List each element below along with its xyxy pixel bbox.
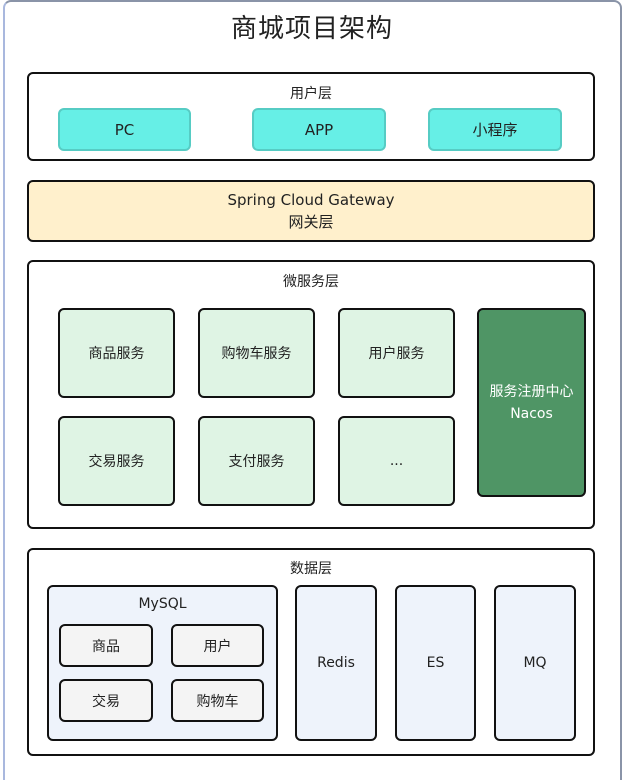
table-product[interactable]: 商品 <box>59 624 153 667</box>
client-app[interactable]: APP <box>252 108 386 151</box>
gateway-layer[interactable]: Spring Cloud Gateway 网关层 <box>27 180 595 242</box>
microservice-layer-label: 微服务层 <box>283 274 339 290</box>
diagram-title: 商城项目架构 <box>230 14 393 44</box>
store-redis[interactable]: Redis <box>295 585 377 741</box>
mysql-label: MySQL <box>138 596 187 612</box>
gateway-name: Spring Cloud Gateway <box>227 191 395 209</box>
service-more[interactable]: ... <box>338 416 455 506</box>
user-layer: 用户层 <box>27 72 595 161</box>
store-mq[interactable]: MQ <box>494 585 576 741</box>
registry-label: 服务注册中心 <box>489 383 574 400</box>
table-trade[interactable]: 交易 <box>59 679 153 722</box>
service-product[interactable]: 商品服务 <box>58 308 175 398</box>
client-pc[interactable]: PC <box>58 108 191 151</box>
registry-name: Nacos <box>510 405 553 422</box>
data-layer-label: 数据层 <box>290 561 332 577</box>
data-layer: 数据层 <box>27 548 595 756</box>
service-user[interactable]: 用户服务 <box>338 308 455 398</box>
service-trade[interactable]: 交易服务 <box>58 416 175 506</box>
store-es[interactable]: ES <box>395 585 476 741</box>
microservice-layer: 微服务层 <box>27 260 595 529</box>
gateway-layer-label: 网关层 <box>288 213 334 231</box>
table-user[interactable]: 用户 <box>171 624 264 667</box>
table-cart[interactable]: 购物车 <box>171 679 264 722</box>
client-mini-program[interactable]: 小程序 <box>428 108 562 151</box>
user-layer-label: 用户层 <box>290 86 332 102</box>
service-registry-nacos[interactable]: 服务注册中心 Nacos <box>477 308 586 497</box>
service-cart[interactable]: 购物车服务 <box>198 308 315 398</box>
service-pay[interactable]: 支付服务 <box>198 416 315 506</box>
